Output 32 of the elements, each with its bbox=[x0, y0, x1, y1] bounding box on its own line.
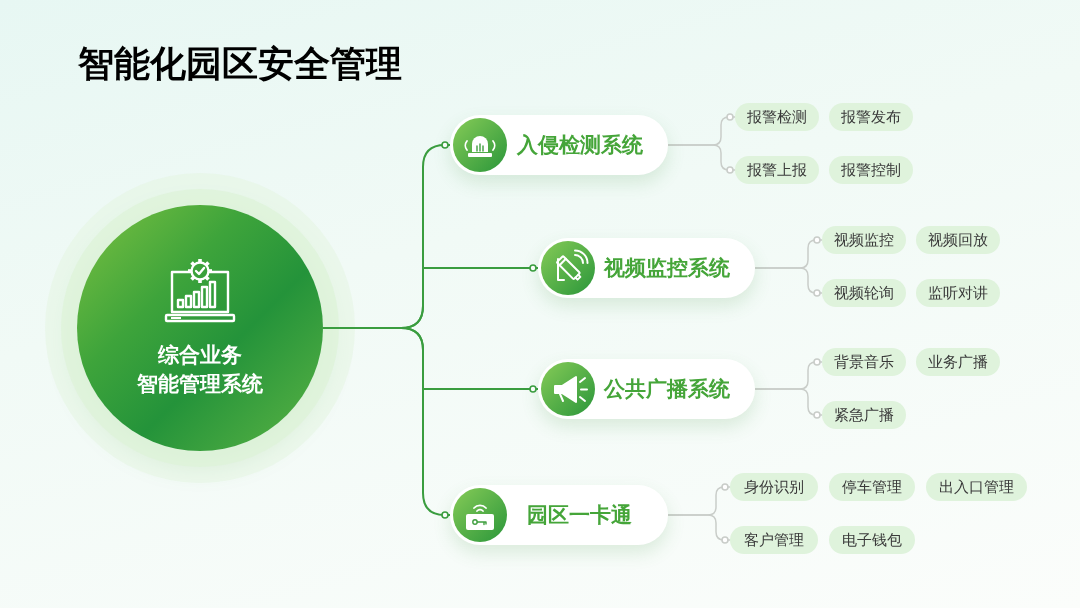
feature-tag: 客户管理 bbox=[730, 526, 818, 554]
feature-tag: 报警控制 bbox=[829, 156, 913, 184]
feature-tag: 报警发布 bbox=[829, 103, 913, 131]
feature-tag: 紧急广播 bbox=[822, 401, 906, 429]
feature-tag: 停车管理 bbox=[829, 473, 915, 501]
feature-tag: 出入口管理 bbox=[926, 473, 1027, 501]
connector-line bbox=[667, 514, 731, 544]
system-name: 园区一卡通 bbox=[527, 502, 632, 529]
system-name: 公共广播系统 bbox=[604, 376, 730, 403]
system-pill bbox=[538, 238, 755, 298]
feature-tag: 视频轮询 bbox=[822, 279, 906, 307]
feature-tag: 报警检测 bbox=[735, 103, 819, 131]
system-pill bbox=[450, 115, 668, 175]
feature-tag: 监听对讲 bbox=[916, 279, 1000, 307]
feature-tag: 视频回放 bbox=[916, 226, 1000, 254]
feature-tag: 身份识别 bbox=[730, 473, 818, 501]
connector-line bbox=[754, 267, 823, 297]
system-pill bbox=[450, 485, 668, 545]
system-name: 视频监控系统 bbox=[604, 255, 730, 282]
feature-tag: 电子钱包 bbox=[829, 526, 915, 554]
connector-line bbox=[322, 327, 451, 519]
feature-tag: 业务广播 bbox=[916, 348, 1000, 376]
diagram-title: 智能化园区安全管理 bbox=[78, 42, 402, 86]
connector-line bbox=[667, 144, 736, 174]
hub-title-line: 综合业务 bbox=[158, 342, 242, 368]
feature-tag: 报警上报 bbox=[735, 156, 819, 184]
feature-tag: 背景音乐 bbox=[822, 348, 906, 376]
feature-tag: 视频监控 bbox=[822, 226, 906, 254]
system-pill bbox=[538, 359, 755, 419]
hub-title-line: 智能管理系统 bbox=[137, 371, 263, 397]
connector-line bbox=[754, 388, 823, 419]
system-name: 入侵检测系统 bbox=[516, 132, 643, 159]
